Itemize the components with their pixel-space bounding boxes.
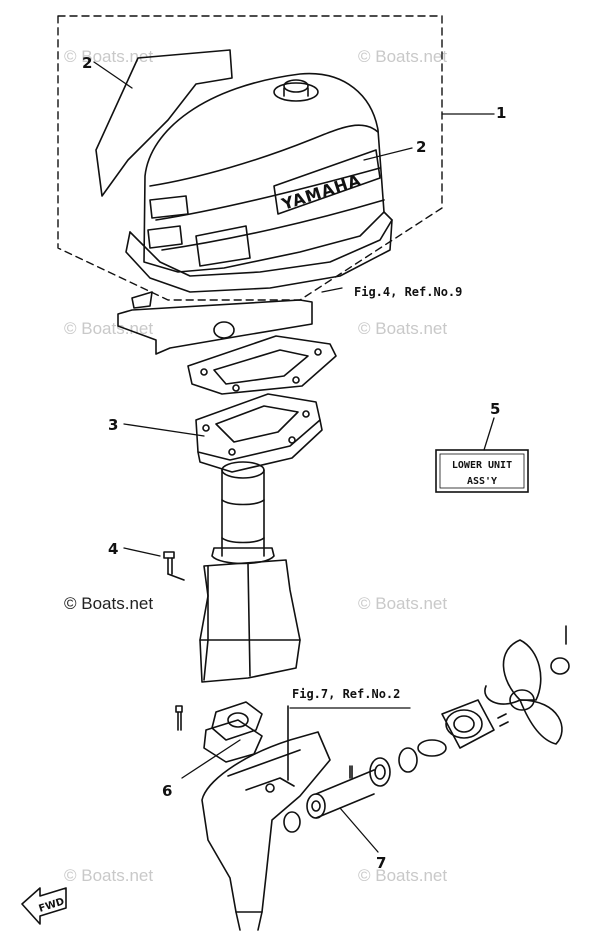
callout-layer: 2 1 2 3 5 4 6 7 (82, 54, 506, 872)
lower-unit-assy-box: LOWER UNIT ASS'Y (435, 449, 529, 493)
watermark: © Boats.net (64, 47, 153, 66)
fig-reference-label: Fig.4, Ref.No.9 (354, 285, 462, 299)
drive-shaft-housing (211, 461, 275, 565)
watermark: © Boats.net (358, 319, 447, 338)
callout-number: 2 (416, 138, 426, 156)
watermark: © Boats.net (64, 594, 153, 613)
upper-casing-guide (195, 393, 323, 473)
fig-reference-label: Fig.7, Ref.No.2 (292, 687, 400, 701)
gear-shaft-assembly (283, 739, 447, 833)
callout-number: 4 (108, 540, 118, 558)
gasket-plate (187, 335, 337, 395)
lower-casing (199, 559, 301, 683)
callout-number: 2 (82, 54, 92, 72)
bolt-part-4 (163, 551, 185, 581)
brand-plate (273, 149, 381, 215)
cowling-side-decal (95, 49, 233, 197)
assy-label: ASS'Y (467, 476, 497, 487)
watermark: © Boats.net (64, 319, 153, 338)
leader-lines (93, 61, 495, 853)
gearcase-lower-unit (201, 705, 331, 931)
watermark: © Boats.net (358, 866, 447, 885)
top-cowling (143, 72, 385, 273)
watermark-layer: © Boats.net © Boats.net © Boats.net © Bo… (64, 47, 447, 885)
watermark: © Boats.net (64, 866, 153, 885)
forward-arrow-icon (21, 887, 67, 925)
lower-unit-label: LOWER UNIT (452, 460, 512, 471)
callout-number: 6 (162, 782, 172, 800)
bottom-cowling (117, 211, 393, 355)
cowling-brand-text: YAMAHA (278, 170, 363, 214)
callout-number: 3 (108, 416, 118, 434)
callout-number: 5 (490, 400, 500, 418)
propeller-assembly (441, 625, 570, 749)
watermark: © Boats.net (358, 594, 447, 613)
watermark: © Boats.net (358, 47, 447, 66)
callout-number: 7 (376, 854, 386, 872)
callout-number: 1 (496, 104, 506, 122)
